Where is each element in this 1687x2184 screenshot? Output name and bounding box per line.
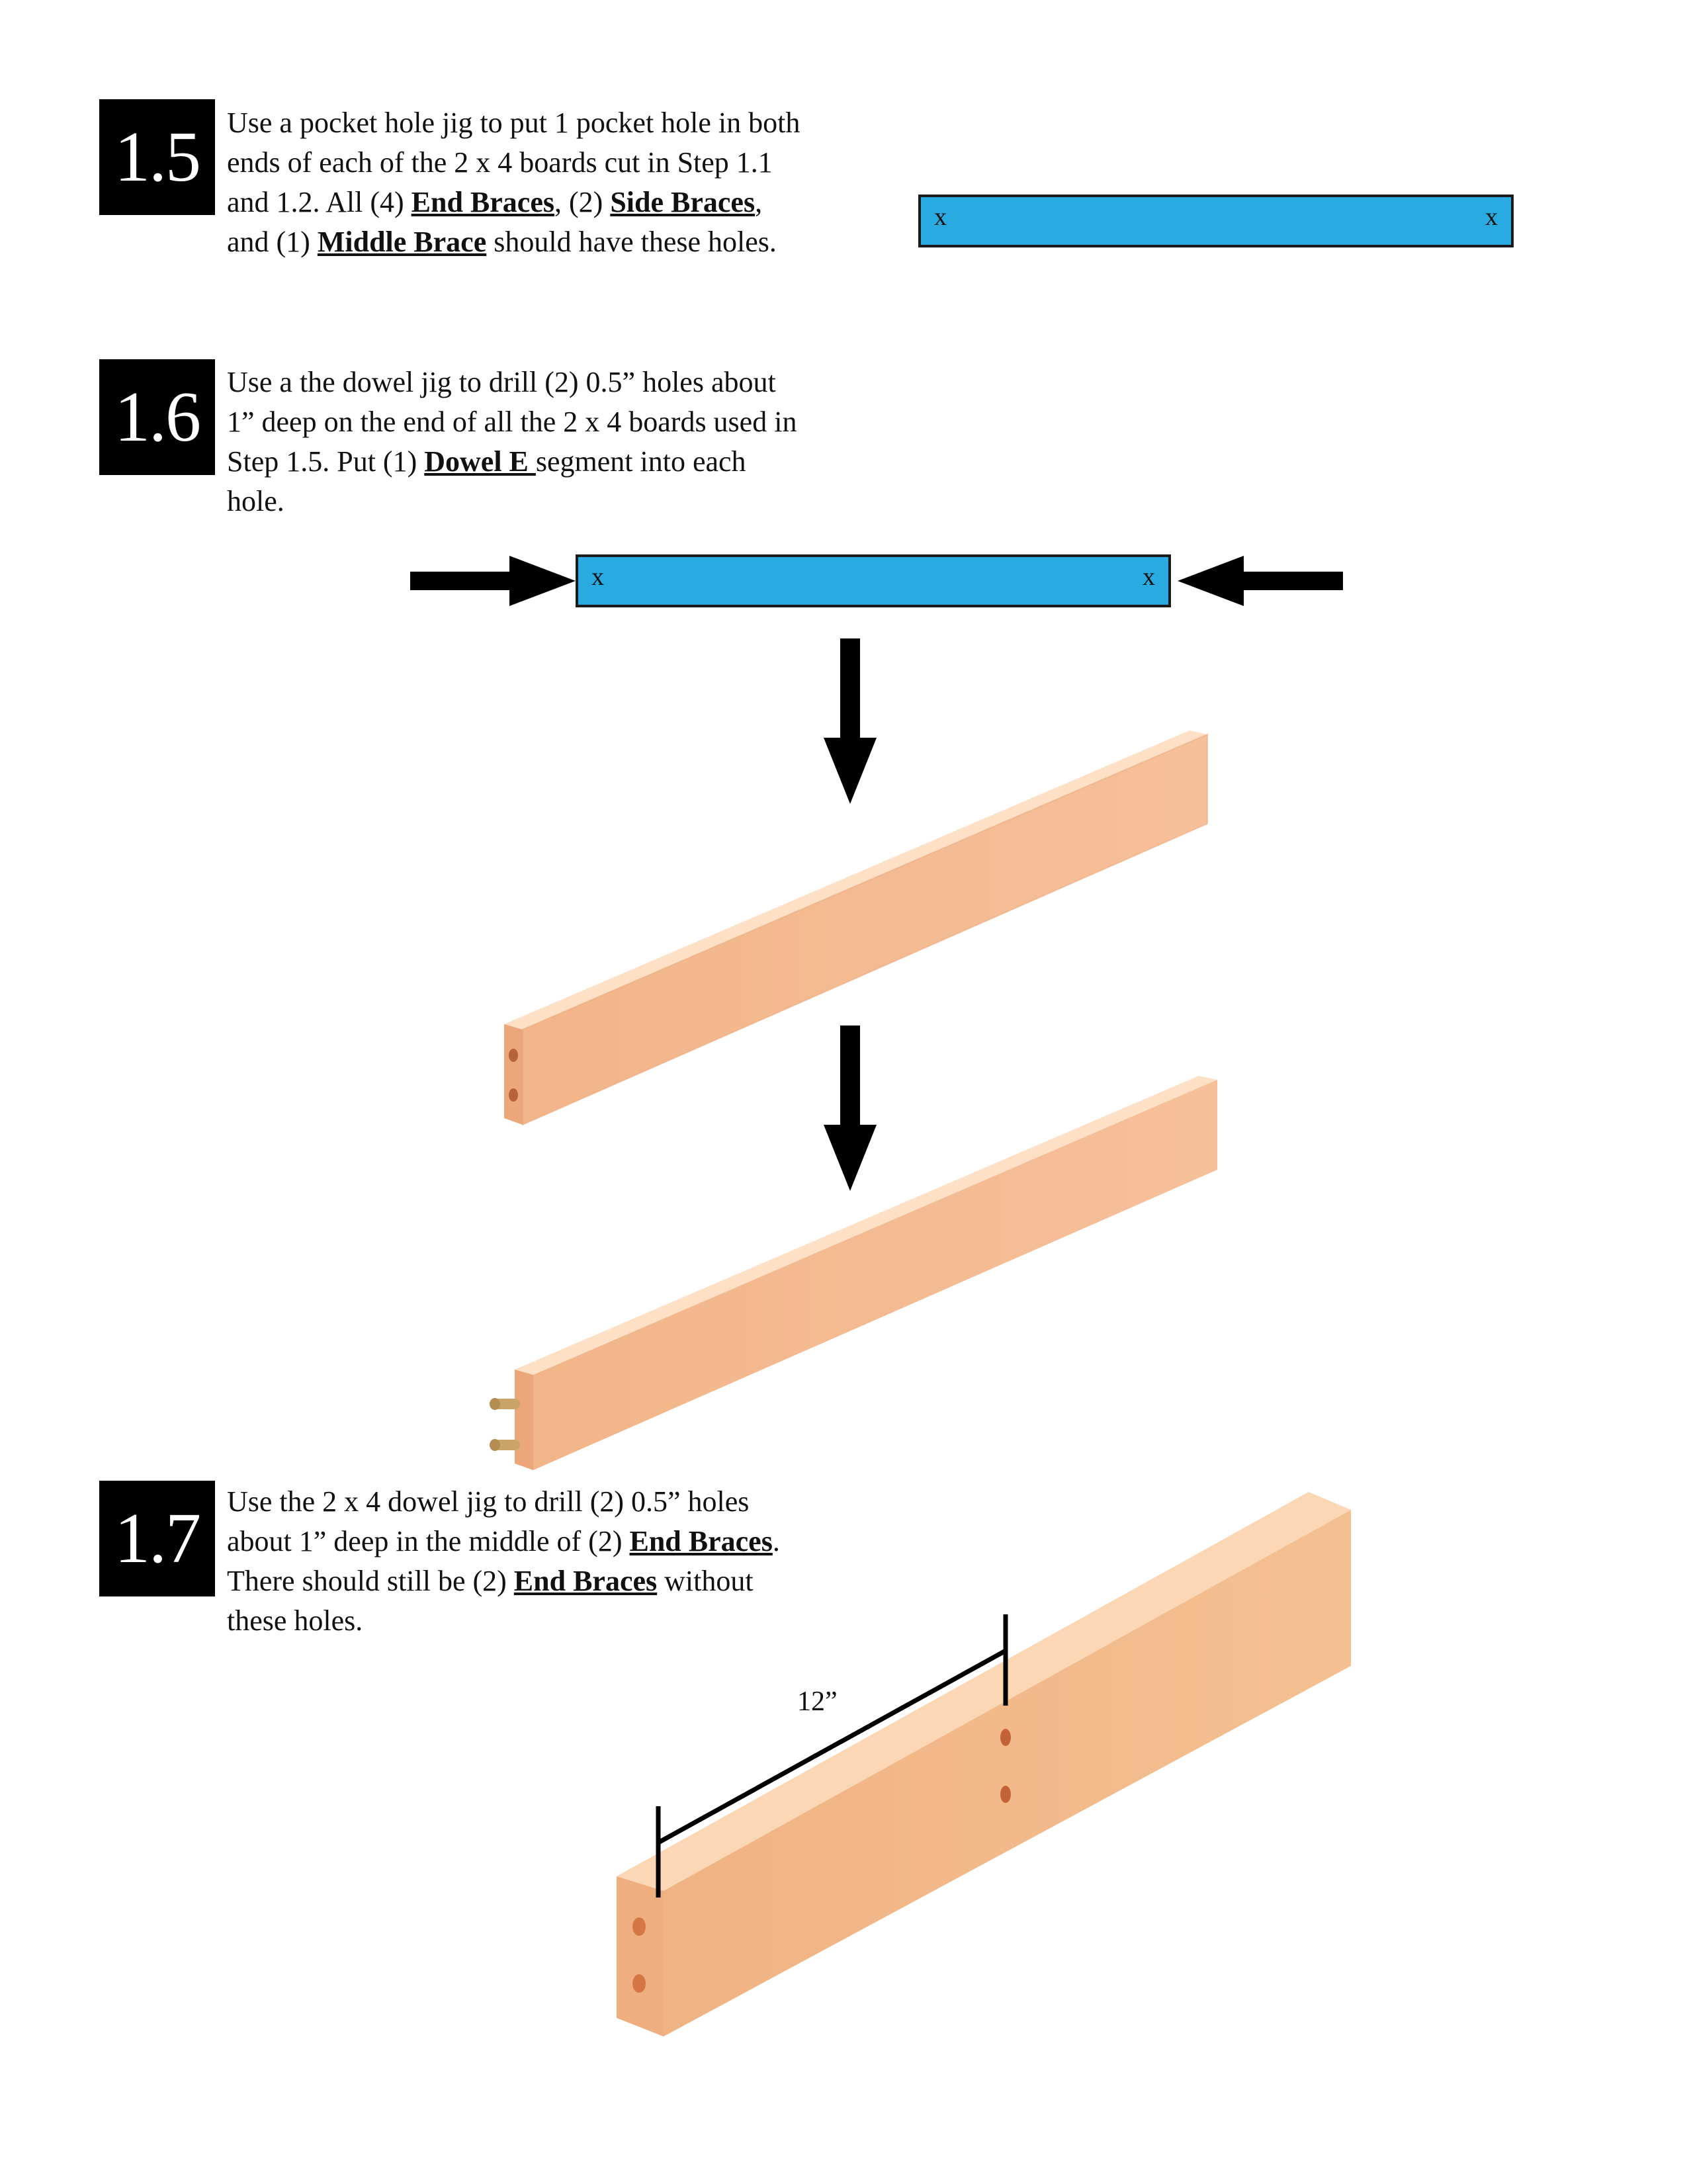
instruction-text: without these holes. <box>227 1565 754 1637</box>
board-with-middle-holes <box>617 1492 1351 2036</box>
arrow-down-icon <box>824 638 877 804</box>
dimension-label: 12” <box>797 1686 838 1717</box>
part-name: End Braces <box>629 1525 773 1557</box>
instruction-text: Use a the dowel jig to drill (2) 0.5” ho… <box>227 366 797 478</box>
part-name: Middle Brace <box>317 226 487 258</box>
instruction-text: Use the 2 x 4 dowel jig to drill (2) 0.5… <box>227 1485 750 1557</box>
arrow-down-icon <box>824 1026 877 1191</box>
part-name: End Braces <box>513 1565 658 1597</box>
part-name: End Braces <box>411 186 554 218</box>
dowel-hole-mark-right: x <box>1143 563 1155 591</box>
step-number-badge: 1.6 <box>99 359 215 475</box>
part-name: Dowel E <box>424 445 536 478</box>
step-number: 1.6 <box>114 377 201 457</box>
step-number-badge: 1.7 <box>99 1481 215 1596</box>
instruction-text: segment into each hole. <box>227 445 746 517</box>
step-instructions: Use a pocket hole jig to put 1 pocket ho… <box>227 103 809 262</box>
part-name: Side Braces <box>610 186 756 218</box>
dowel-pin <box>490 1439 520 1451</box>
instruction-text: should have these holes. <box>486 226 777 258</box>
instruction-text: . There should still be (2) <box>227 1525 780 1597</box>
dimension-line <box>656 1614 1008 1898</box>
step-number: 1.7 <box>114 1499 201 1578</box>
dowel-hole-mark-left: x <box>591 563 604 591</box>
board-top-view: x x <box>576 554 1171 607</box>
dowel-hole <box>509 1049 518 1062</box>
dowel-hole <box>632 1974 646 1993</box>
step-number-badge: 1.5 <box>99 99 215 215</box>
dowel-hole <box>1000 1729 1011 1746</box>
board-with-dowels <box>490 1076 1217 1470</box>
instruction-text: , (2) <box>554 186 611 218</box>
dowel-hole <box>632 1917 646 1936</box>
arrow-right-icon <box>410 556 576 606</box>
arrow-left-icon <box>1178 556 1343 606</box>
step-instructions: Use a the dowel jig to drill (2) 0.5” ho… <box>227 363 809 521</box>
dowel-hole <box>1000 1786 1011 1803</box>
pocket-hole-mark-left: x <box>934 203 947 231</box>
step-number: 1.5 <box>114 117 201 197</box>
step-instructions: Use the 2 x 4 dowel jig to drill (2) 0.5… <box>227 1482 809 1641</box>
instruction-text: Use a pocket hole jig to put 1 pocket ho… <box>227 107 800 218</box>
board-with-dowel-holes <box>504 730 1208 1126</box>
dowel-hole <box>509 1088 518 1102</box>
instruction-text: , and (1) <box>227 186 763 258</box>
board-top-view: x x <box>918 195 1514 247</box>
pocket-hole-mark-right: x <box>1485 203 1498 231</box>
dowel-pin <box>490 1398 520 1410</box>
